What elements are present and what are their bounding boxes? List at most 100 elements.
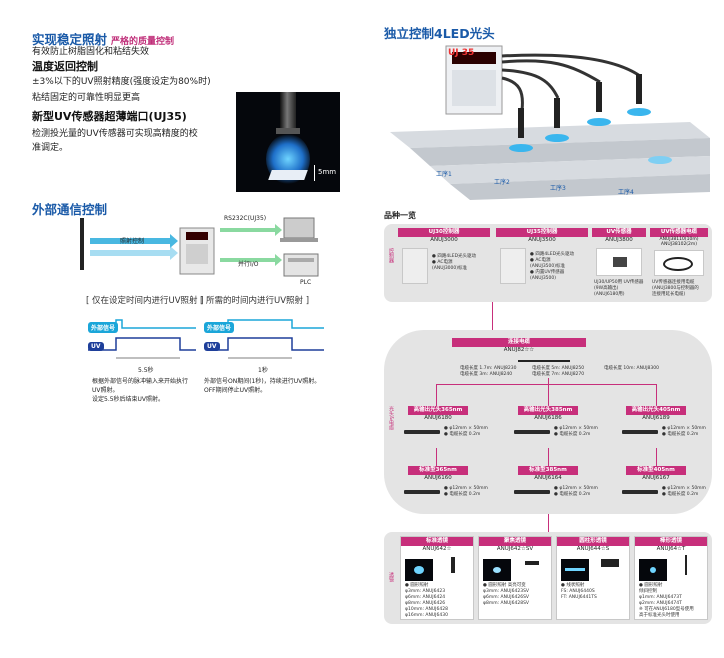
note-left-line: UV照射。 [92, 387, 119, 394]
section-title-external-comm: 外部通信控制 [32, 202, 108, 217]
plc-unit [283, 253, 319, 277]
spec-line: (9W高输出) [594, 286, 619, 291]
card-std-365[interactable]: 标准型365nm ANUJ6160 ● φ12mm × 50mm ● 电缆长度 … [404, 466, 498, 506]
note-right-line: 外部信号ON期间(1秒)，持续进行UV照射。 [204, 378, 321, 385]
connector-down-3 [656, 384, 657, 406]
lamp-image [514, 430, 550, 434]
lens-image [451, 557, 455, 573]
spec-line: ※ 可在ANUJ6180型号使用 [639, 607, 694, 612]
card-uj35[interactable]: UJ35控制器 ANUJ3500 ● 四路4LED光头驱动 ● AC电源 (AN… [496, 228, 588, 298]
card-high-365[interactable]: 高输出光头365nm ANUJ6180 ● φ12mm × 50mm ● 电缆长… [404, 406, 498, 446]
arrow-parallel-io [220, 254, 282, 266]
card-uv-sensor[interactable]: UV传感器 ANUJ3800 UJ30/UP50用 UV传感器 (9W高输出) … [592, 228, 646, 298]
card-std-385[interactable]: 标准型385nm ANUJ6164 ● φ12mm × 50mm ● 电缆长度 … [514, 466, 608, 506]
rs232c-label: RS232C(UJ35) [224, 215, 267, 222]
line-prevent-failure: 有效防止树脂固化和粘结失效 [32, 47, 150, 57]
spec-line: ● φ12mm × 50mm [554, 426, 598, 431]
lens-photo [639, 559, 667, 581]
lamp-image [622, 430, 658, 434]
spec-line: UJ30/UP50用 UV传感器 [594, 280, 644, 285]
spec-line: φ16mm: ANUJ6430 [405, 613, 448, 618]
card-model: ANUJ6186 [534, 415, 562, 421]
spec-line: (ANUJ3800与控制器的 [652, 286, 699, 291]
controller-panel [186, 244, 208, 264]
card-high-405[interactable]: 高输出光头405nm ANUJ6189 ● φ12mm × 50mm ● 电缆长… [622, 406, 710, 446]
line-reliability: 粘结固定的可靠性明显更高 [32, 93, 141, 103]
spec-line: ● φ12mm × 50mm [554, 486, 598, 491]
card-head: 标准型405nm [626, 466, 686, 475]
card-std-405[interactable]: 标准型405nm ANUJ6167 ● φ12mm × 50mm ● 电缆长度 … [622, 466, 710, 506]
cable-3 [501, 76, 524, 111]
comm-diagram [80, 217, 319, 277]
station-4: 工序4 [618, 189, 634, 196]
card-lens-focus[interactable]: 聚焦透镜 ANUJ642☆SV ● 圆形照射 高亮可变 φ3mm: ANUJ64… [478, 536, 552, 620]
connector-down-1 [436, 384, 437, 406]
spec-line: (ANUJ6180用) [594, 292, 625, 297]
spec-line: ● 电缆长度 0.2m [662, 432, 699, 437]
card-head: 高输出光头385nm [518, 406, 578, 415]
card-head: UV传感器电缆 [650, 228, 708, 237]
ext-signal-label-right: 外部信号 [204, 322, 235, 333]
connector-down-lenses [548, 514, 549, 532]
lens-glow [565, 568, 585, 571]
card-lens-standard[interactable]: 标准透镜 ANUJ642☆ ● 圆形照射 φ3mm: ANUJ6423 φ6mm… [400, 536, 474, 620]
laptop-base [280, 238, 318, 242]
spec-line: ● 线状照射 [561, 583, 585, 588]
spec-line: ● 电缆长度 0.2m [444, 432, 481, 437]
station-2: 工序2 [494, 179, 510, 186]
card-sensor-cable[interactable]: UV传感器电缆 ANUJ38110(10m) ANUJ38102(2m) UV传… [650, 228, 708, 298]
connector-vertical-1 [492, 302, 493, 338]
spot-2 [545, 134, 569, 142]
spec-line: ● φ12mm × 50mm [662, 426, 706, 431]
spec-line: (ANUJ3000)标准 [432, 266, 468, 271]
arrow-irradiation-2 [90, 246, 178, 260]
card-lens-rod[interactable]: 棒形透镜 ANUJ64☆T ● 圆形照射 倾斜控制 φ1mm: ANUJ6473… [634, 536, 708, 620]
led-head-body [280, 92, 296, 134]
lens-image [685, 555, 687, 575]
cable-1 [501, 59, 601, 84]
card-connection-cable[interactable]: 连接电缆 ANUJ82☆☆ [452, 338, 586, 362]
card-model: ANUJ642☆ [422, 546, 452, 552]
spec-line: 连接用延长电缆) [652, 292, 686, 297]
card-head: 高输出光头405nm [626, 406, 686, 415]
controller-screen [452, 52, 496, 64]
card-model: ANUJ6167 [642, 475, 670, 481]
lamp-image [622, 490, 658, 494]
lens-glow [650, 567, 656, 573]
spec-line: 高于标准光头时使用 [639, 613, 680, 618]
card-high-385[interactable]: 高输出光头385nm ANUJ6186 ● φ12mm × 50mm ● 电缆长… [514, 406, 608, 446]
cable-image [654, 250, 704, 276]
spot-1 [509, 144, 533, 152]
section-title-stable-irradiation: 实现稳定照射严格的质量控制 [32, 29, 174, 48]
cable-image [518, 360, 570, 362]
cable-2 [501, 68, 560, 99]
spec-line: φ10mm: ANUJ6428 [405, 607, 448, 612]
cable-4 [501, 53, 641, 78]
spec-line: ● φ12mm × 50mm [444, 486, 488, 491]
card-uj30[interactable]: UJ30控制器 ANUJ3000 ● 四路4LED光头驱动 ● AC电源 (AN… [398, 228, 490, 298]
note-left-line: 设定5.5秒后结束UV照射。 [92, 396, 165, 403]
lens-photo [483, 559, 511, 581]
spec-line: φ3mm: ANUJ6423SV [483, 589, 529, 594]
spec-line: 电缆长度 1.7m: ANUJ8230 [460, 366, 517, 371]
note-left-line: 根据外部信号的脉冲输入来开始执行 [92, 378, 189, 385]
spec-line: φ8mm: ANUJ6428SV [483, 601, 529, 606]
card-lens-cylindrical[interactable]: 圆柱形透镜 ANUJ644☆S ● 线状照射 FS: ANUJ6440S FT:… [556, 536, 630, 620]
lens-image [525, 561, 539, 565]
spec-line: 倾斜控制 [639, 589, 657, 594]
title-text: 实现稳定照射 [32, 32, 108, 47]
spec-line: φ6mm: ANUJ6424 [405, 595, 446, 600]
card-head: UJ35控制器 [496, 228, 588, 237]
spec-line: ● 圆形照射 [639, 583, 663, 588]
arrow-rs232c [220, 224, 282, 236]
spec-line: ● 四路4LED光头驱动 [530, 252, 575, 257]
card-specs: ● φ12mm × 50mm ● 电缆长度 0.2m [662, 486, 706, 498]
laptop [283, 217, 315, 239]
sensor-plate [268, 170, 308, 180]
belt-3 [430, 156, 710, 184]
card-head: 标准透镜 [401, 537, 473, 546]
card-specs: UV传感器连接用电缆 (ANUJ3800与控制器的 连接用延长电缆) [652, 280, 699, 298]
ext-signal-label-left: 外部信号 [88, 322, 119, 333]
lamp-4 [636, 74, 642, 104]
card-model: ANUJ6160 [424, 475, 452, 481]
